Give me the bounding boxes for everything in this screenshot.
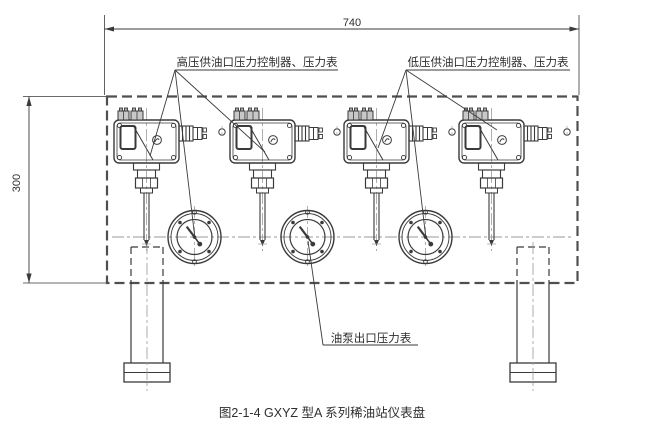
label-pump-outlet: 油泵出口压力表	[331, 331, 412, 345]
label-high-pressure: 高压供油口压力控制器、压力表	[177, 55, 338, 69]
leader-lines	[149, 69, 570, 346]
pressure-controller-2	[229, 107, 323, 251]
pressure-controller-3	[343, 107, 437, 251]
mounting-hole-4	[563, 126, 571, 138]
figure-caption: 图2-1-4 GXYZ 型A 系列稀油站仪表盘	[219, 405, 425, 420]
dimension-height	[23, 96, 106, 284]
dimension-width	[104, 15, 580, 95]
label-low-pressure: 低压供油口压力控制器、压力表	[408, 55, 569, 69]
mounting-hole-2	[333, 126, 341, 138]
mounting-hole-3	[448, 126, 456, 138]
instrument-panel-outline	[105, 95, 579, 285]
pressure-gauge-2	[280, 206, 335, 269]
mounting-hole-1	[218, 126, 226, 138]
pressure-controller-1	[113, 107, 207, 251]
support-leg-right	[509, 242, 557, 391]
dim-height-label: 300	[11, 174, 23, 192]
dim-width-label: 740	[343, 17, 361, 29]
pressure-gauge-1	[167, 206, 222, 269]
support-leg-left	[123, 242, 171, 391]
pressure-controller-4	[458, 107, 552, 251]
